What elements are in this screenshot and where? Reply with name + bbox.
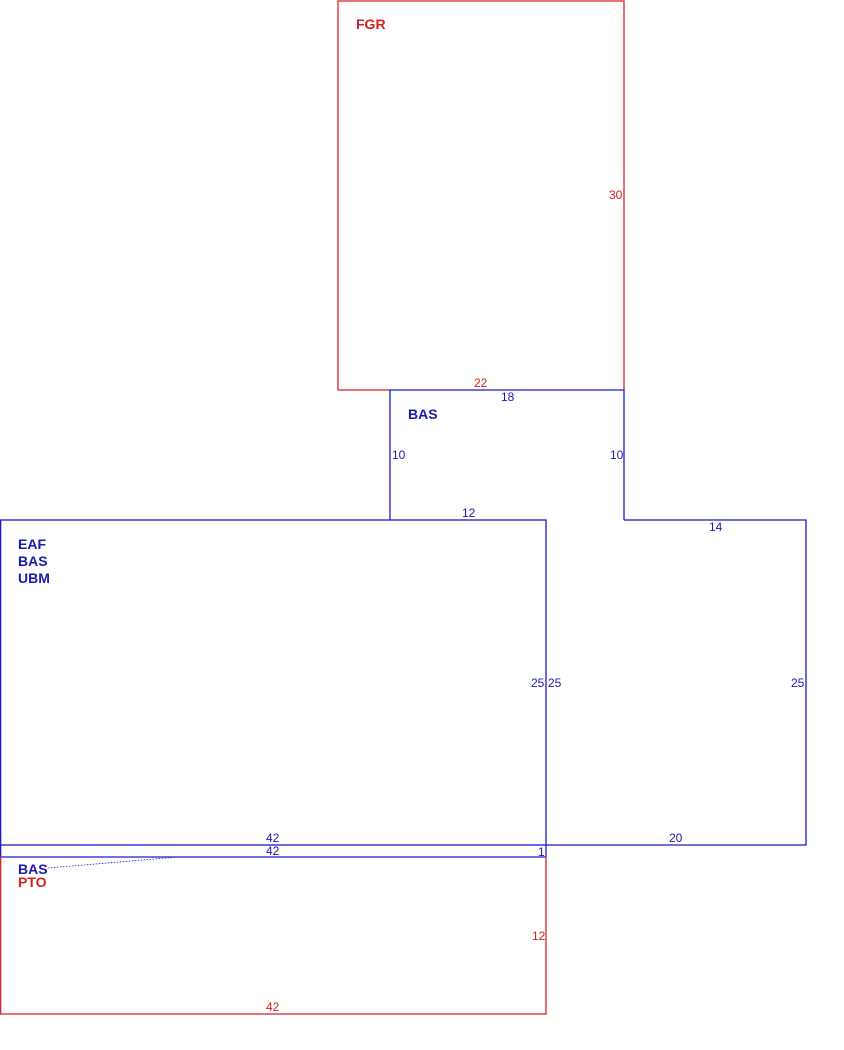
strip-leader-line <box>47 856 179 869</box>
main-dim-right: 25 <box>531 676 545 690</box>
bas-upper-area[interactable]: BAS 18 10 10 12 <box>389 389 625 520</box>
bas-upper-outline <box>389 389 625 520</box>
east-area[interactable]: 14 25 25 20 <box>546 519 807 846</box>
east-dim-right: 25 <box>791 676 805 690</box>
east-dim-left: 25 <box>548 676 562 690</box>
main-label-ubm: UBM <box>18 570 50 586</box>
bas-upper-dim-top: 18 <box>501 390 515 404</box>
main-dim-bottom: 42 <box>266 831 280 845</box>
strip-outline <box>0 845 547 858</box>
strip-dim-right: 1 <box>538 845 545 859</box>
strip-label: BAS <box>18 861 48 877</box>
bas-upper-label: BAS <box>408 406 438 422</box>
fgr-dim-bottom: 22 <box>474 376 488 390</box>
main-label-bas: BAS <box>18 553 48 569</box>
east-dim-bottom: 20 <box>669 831 683 845</box>
fgr-area[interactable]: FGR 30 22 <box>337 0 625 391</box>
east-dim-top: 14 <box>709 520 723 534</box>
strip-dim-top: 42 <box>266 844 280 858</box>
pto-area[interactable]: PTO 12 42 <box>0 857 547 1015</box>
bas-upper-dim-right: 10 <box>610 448 624 462</box>
bas-upper-dim-bottom: 12 <box>462 506 476 520</box>
east-outline <box>546 519 807 846</box>
fgr-dim-right: 30 <box>609 188 623 202</box>
fgr-outline <box>337 0 625 391</box>
fgr-label: FGR <box>356 16 386 32</box>
pto-dim-bottom: 42 <box>266 1000 280 1014</box>
pto-label: PTO <box>18 874 47 890</box>
main-label-eaf: EAF <box>18 536 46 552</box>
strip-area[interactable]: 42 1 BAS <box>0 844 547 877</box>
main-outline <box>0 519 547 846</box>
main-area[interactable]: EAF BAS UBM 25 42 <box>0 519 547 846</box>
pto-dim-right: 12 <box>532 929 546 943</box>
bas-upper-dim-left: 10 <box>392 448 406 462</box>
pto-outline <box>0 857 547 1015</box>
